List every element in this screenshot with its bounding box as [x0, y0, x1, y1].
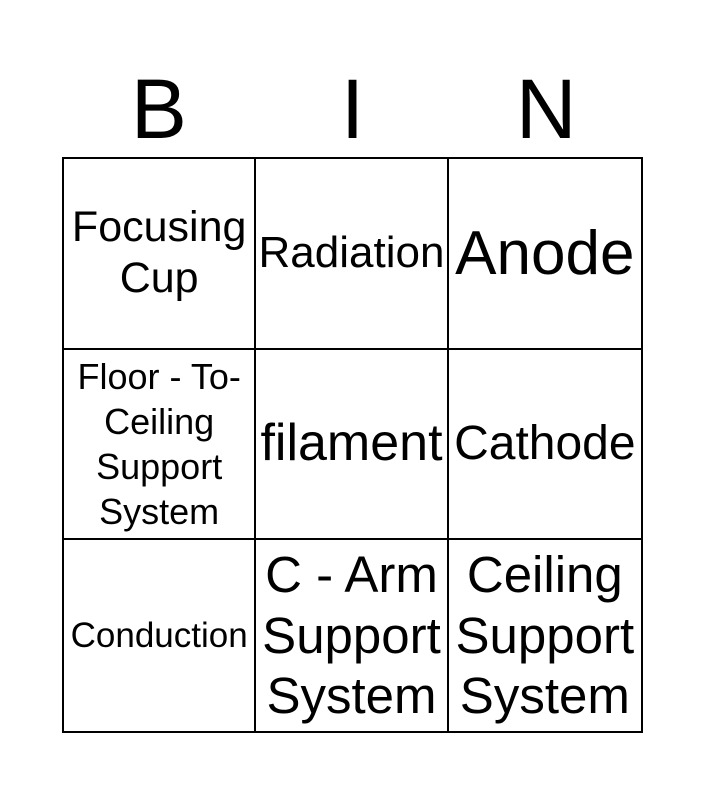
header-letter-n: N — [515, 62, 577, 156]
header-letter-b: B — [130, 62, 187, 156]
bingo-cell-r2c1[interactable]: Floor - To- Ceiling Support System — [64, 349, 257, 541]
bingo-cell-r1c3[interactable]: Anode — [448, 159, 641, 350]
bingo-cell-r1c2[interactable]: Radiation — [256, 159, 449, 350]
bingo-cell-r2c2[interactable]: filament — [256, 349, 449, 541]
bingo-cell-r1c1[interactable]: Focusing Cup — [64, 159, 257, 350]
bingo-cell-r3c3[interactable]: Ceiling Support System — [455, 546, 635, 724]
bingo-grid: Focusing Cup Radiation Anode Floor - To-… — [62, 157, 643, 733]
header-letter-i: I — [340, 62, 365, 156]
bingo-cell-r3c2[interactable]: C - Arm Support System — [256, 540, 449, 731]
bingo-cell-r3c1[interactable]: Conduction — [64, 540, 257, 731]
bingo-header-row: B I N — [62, 64, 643, 154]
bingo-cell-r2c3[interactable]: Cathode — [448, 350, 641, 541]
